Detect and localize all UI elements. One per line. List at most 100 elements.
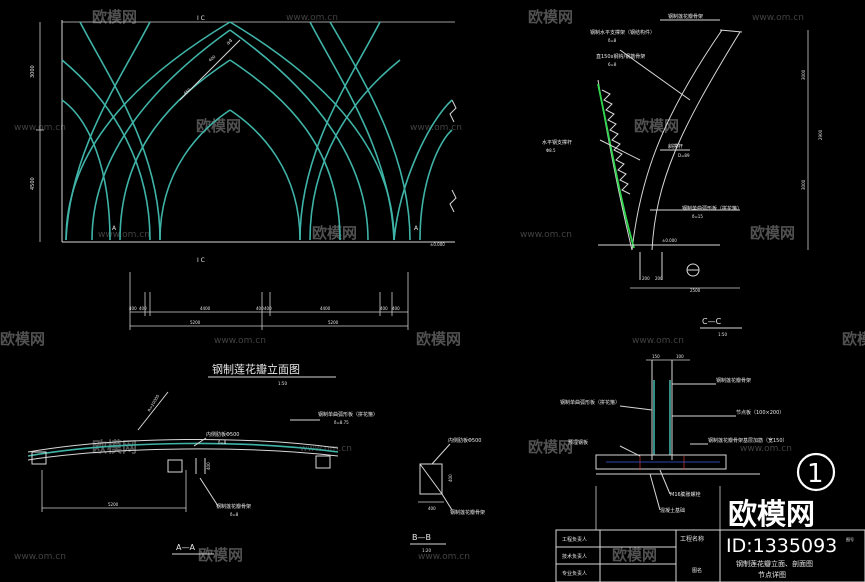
elevation-title-block: 钢制莲花瓣立面图 1:50 bbox=[208, 362, 336, 386]
watermark-brand: 欧模网 bbox=[612, 546, 657, 564]
watermark-brand: 欧模网 bbox=[634, 117, 679, 135]
title-block: 工程负责人 技术负责人 专业负责人 工程名称 图名 图号 钢制莲花瓣立面、剖面图… bbox=[555, 529, 865, 582]
drawing-label: δ=8 bbox=[608, 38, 617, 43]
drawing-label: 200 bbox=[655, 276, 663, 281]
watermark-logo-1: 欧模网 www.om.cn bbox=[92, 8, 338, 26]
foundation-plate bbox=[595, 454, 727, 470]
drawing-line bbox=[659, 469, 671, 495]
callout-450: 450 bbox=[182, 87, 191, 96]
drawing-label: 400 bbox=[256, 306, 264, 311]
watermark-logo-5: 欧模网 www.om.cn www.om.cn bbox=[98, 224, 572, 242]
drawing-label: 400 bbox=[129, 306, 137, 311]
drawing-label: 钢制单曲弧形板（拼花箍） bbox=[560, 399, 620, 406]
drawing-label: 钢制单曲弧形板（拼花箍） bbox=[682, 205, 742, 212]
id-label: ID:1335093 bbox=[726, 535, 837, 557]
drawing-line bbox=[79, 21, 161, 241]
drawing-label: 5200 bbox=[190, 320, 201, 325]
id-watermark: 1 欧模网 ID:1335093 bbox=[726, 452, 837, 557]
section-mark-a-right: A bbox=[414, 225, 419, 232]
drawing-line bbox=[199, 477, 219, 507]
drawing-label: ±0.000 bbox=[662, 238, 677, 243]
drawing-line bbox=[619, 49, 691, 101]
elevation-title: 钢制莲花瓣立面图 bbox=[212, 362, 300, 376]
watermark-url: www.om.cn bbox=[520, 230, 572, 240]
id-brand: 欧模网 bbox=[728, 497, 815, 531]
section-c-labels: 钢制莲花瓣骨架 钢制水平支撑架（钢结构件） δ=8 直150x钢钩/钢筋骨架 6… bbox=[542, 13, 742, 219]
section-bb-title: B—B bbox=[412, 533, 431, 542]
section-cc-title: C—C bbox=[702, 317, 722, 326]
drawing-label: 400 bbox=[139, 306, 147, 311]
watermark-url: www.om.cn bbox=[214, 336, 266, 346]
drawing-label: 400 bbox=[428, 506, 436, 511]
drawing-line bbox=[419, 129, 453, 241]
drawing-line bbox=[599, 139, 641, 161]
watermark-brand: 欧模网 bbox=[842, 330, 865, 348]
drawing-line bbox=[119, 59, 231, 241]
badge-number: 1 bbox=[807, 459, 824, 489]
watermark-brand: 欧模网 bbox=[528, 8, 573, 26]
ic-mark-top: I C bbox=[197, 15, 205, 22]
section-c-view: 3000 2900 3000 2500 200 200 ±0.000 钢制莲花瓣… bbox=[542, 13, 823, 337]
drawing-label: 专业负责人 bbox=[562, 570, 587, 577]
watermark-url: www.om.cn bbox=[752, 13, 804, 23]
drawing-label: 钢制莲花瓣骨架基层加筋（宽150） bbox=[708, 437, 788, 444]
drawing-label: 直150x钢钩/钢筋骨架 bbox=[596, 53, 645, 60]
watermark-brand: 欧模网 bbox=[196, 117, 241, 135]
watermark-brand: 欧模网 bbox=[750, 224, 795, 242]
drawing-label: 水平钢支撑杆 bbox=[542, 139, 572, 146]
watermark-logo-2: 欧模网 www.om.cn bbox=[528, 8, 804, 26]
drawing-line bbox=[601, 89, 631, 195]
drawing-label: 钢制莲花瓣骨架 bbox=[450, 509, 485, 516]
drawing-line bbox=[229, 29, 369, 241]
drawing-label: δ=15 bbox=[692, 214, 703, 219]
callout-leader bbox=[179, 39, 241, 101]
watermark-logo-9: 欧模网 欧模网 www.om.cn www.om.cn bbox=[14, 546, 657, 564]
drawing-label: 预埋钢板 bbox=[568, 439, 588, 446]
drawing-label: 钢制莲花瓣骨架 bbox=[216, 503, 251, 510]
drawing-line bbox=[619, 405, 653, 411]
drawing-label: M16膨胀螺栓 bbox=[670, 491, 701, 498]
drawing-label: D=89 bbox=[678, 153, 690, 158]
drawing-line bbox=[299, 21, 381, 241]
node-detail-view: 150 100 钢制莲花瓣骨架 钢制单曲弧形板（拼花箍） 节点板（100×200… bbox=[560, 354, 788, 530]
drawing-line bbox=[27, 448, 339, 461]
watermark-brand: 欧模网 bbox=[92, 8, 137, 26]
drawing-label: Φ8.5 bbox=[546, 148, 556, 153]
section-b-box bbox=[419, 463, 443, 495]
section-aa-title: A—A bbox=[176, 543, 195, 552]
break-mark bbox=[449, 99, 457, 123]
drawing-label: 混凝土基础 bbox=[660, 507, 685, 514]
drawing-line bbox=[229, 109, 301, 241]
drawing-label: 图名 bbox=[692, 567, 702, 574]
drawing-label: 钢制单曲弧形板（拼花箍） bbox=[318, 411, 378, 418]
petal-outline bbox=[651, 31, 741, 251]
drawing-label: 钢制水平支撑架（钢结构件） bbox=[590, 29, 655, 36]
drawing-label: 400 bbox=[448, 474, 453, 482]
drawing-line bbox=[419, 463, 443, 495]
petal-arches bbox=[61, 21, 453, 241]
left-dim-3000: 3000 bbox=[30, 65, 36, 78]
watermark-url: www.om.cn bbox=[632, 336, 684, 346]
rib-box-right bbox=[315, 455, 331, 469]
watermark-url: www.om.cn bbox=[418, 552, 470, 562]
badge-circle bbox=[796, 452, 836, 492]
left-dim-4500: 4500 bbox=[30, 177, 36, 190]
drawing-label: 400 bbox=[380, 306, 388, 311]
rib-box-mid bbox=[167, 459, 183, 473]
drawing-label: 技术负责人 bbox=[562, 553, 587, 560]
drawing-line bbox=[193, 437, 207, 447]
drawing-label: 斜撑杆 bbox=[668, 143, 683, 150]
drawing-label: 图号 bbox=[846, 536, 854, 542]
drawing-line bbox=[65, 21, 151, 241]
drawing-line bbox=[649, 473, 661, 511]
drawing-line bbox=[719, 29, 743, 33]
petal-outline bbox=[631, 29, 723, 251]
section-cc-scale: 1:50 bbox=[718, 332, 727, 337]
drawing-label: 5200 bbox=[328, 320, 339, 325]
drawing-label: 3000 bbox=[801, 179, 806, 190]
drawing-line bbox=[137, 391, 169, 431]
drawing-line bbox=[61, 59, 151, 241]
watermark-brand: 欧模网 bbox=[528, 438, 573, 456]
watermark-logo-4: 欧模网 bbox=[634, 117, 679, 135]
